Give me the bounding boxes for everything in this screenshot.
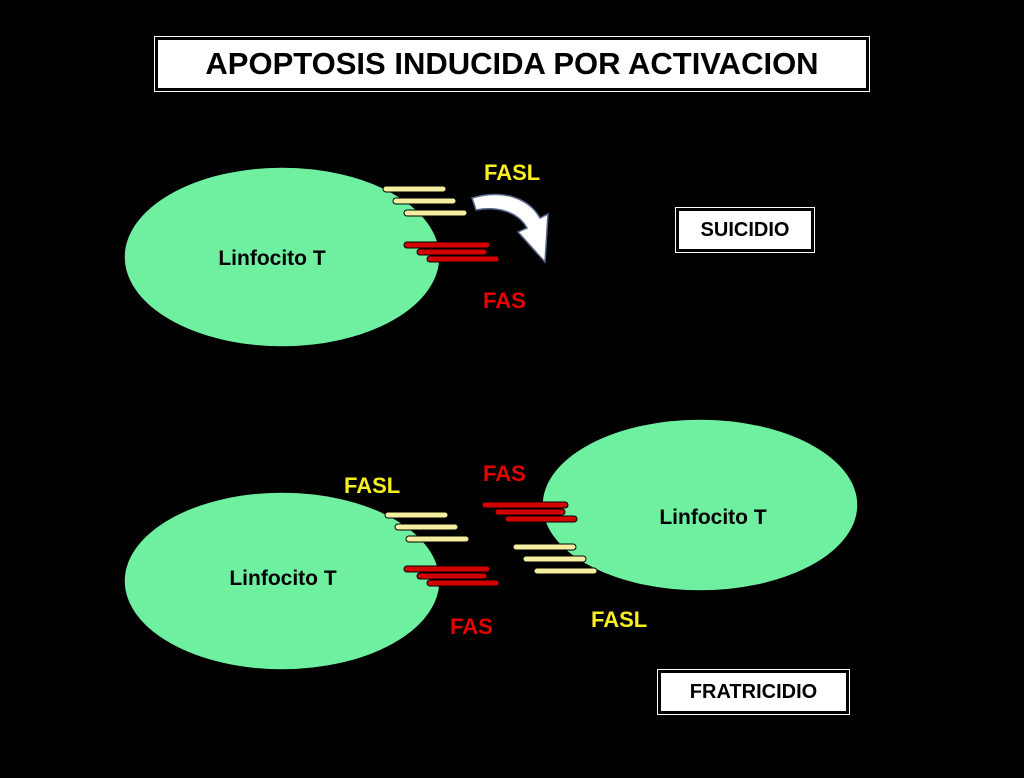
fas-receptor-right [481,501,578,523]
fasl-receptor-left [384,511,470,543]
suicidio-tag: SUICIDIO [675,207,815,253]
fas-receptor [403,241,500,263]
fas-receptor-left [403,565,500,587]
cell-label: Linfocito T [218,247,325,270]
fratricidio-tag: FRATRICIDIO [657,669,850,715]
fas-label: FAS [483,288,526,313]
curved-arrow-icon [471,193,549,264]
suicide-panel: Linfocito T FASL FAS [123,160,549,348]
cell-label-left: Linfocito T [229,567,336,590]
fasl-receptor-right [512,543,598,575]
fasl-label: FASL [484,160,540,185]
fas-label-left: FAS [450,614,493,639]
fratricide-panel: Linfocito T Linfocito T [123,418,859,671]
slide-title: APOPTOSIS INDUCIDA POR ACTIVACION [154,36,870,92]
fas-label-right: FAS [483,461,526,486]
fasl-receptor [382,185,468,217]
lymphocyte-cell-right [541,418,859,592]
cell-label-right: Linfocito T [659,506,766,529]
fasl-label-right: FASL [591,607,647,632]
fasl-label-left: FASL [344,473,400,498]
